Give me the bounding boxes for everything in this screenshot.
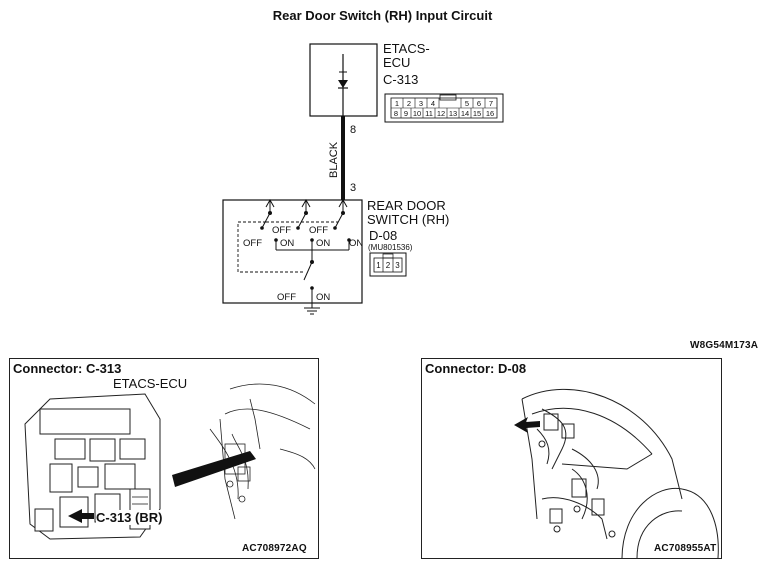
ecu-pin: 3	[419, 99, 423, 108]
switch-box	[222, 199, 363, 304]
panel-c313-subtitle: ETACS-ECU	[113, 376, 188, 391]
panel-c313-code: AC708972AQ	[242, 543, 307, 554]
ecu-pin: 6	[477, 99, 481, 108]
panel-c313-callout: C-313 (BR)	[96, 510, 163, 525]
ecu-pin: 1	[395, 99, 399, 108]
ecu-name-line2: ECU	[383, 55, 411, 70]
ecu-pin: 9	[404, 109, 408, 118]
switch-off-label: OFF	[309, 225, 328, 236]
switch-name-line1: REAR DOOR	[367, 198, 446, 213]
switch-on-label: ON	[316, 292, 330, 303]
ecu-pin: 16	[486, 109, 494, 118]
door-location-illustration	[514, 388, 719, 558]
switch-connector-face	[369, 252, 407, 277]
switch-on-label: ON	[349, 238, 363, 249]
switch-connector-id: D-08	[369, 228, 398, 243]
panel-c313-title: Connector: C-313	[13, 361, 122, 376]
ecu-connector-id: C-313	[383, 72, 419, 87]
ecu-wire-pin: 8	[350, 124, 356, 136]
switch-pin: 1	[376, 261, 381, 270]
switch-part-number: (MU801536)	[368, 243, 413, 252]
ecu-pin: 8	[394, 109, 398, 118]
ecu-connector-latch	[439, 94, 457, 101]
switch-pin: 2	[386, 261, 391, 270]
panel-d08-code: AC708955AT	[654, 543, 717, 554]
ecu-diode-symbol	[338, 80, 348, 88]
ecu-pin: 7	[489, 99, 493, 108]
switch-on-label: ON	[280, 238, 294, 249]
ecu-pin: 10	[413, 109, 421, 118]
ecu-name-line1: ETACS-	[383, 41, 430, 56]
switch-pin: 3	[395, 261, 400, 270]
switch-wire-pin: 3	[350, 182, 356, 194]
connector-c313-panel: Connector: C-313 ETACS-ECU C-313 (BR) AC…	[9, 358, 319, 559]
ecu-pin: 15	[473, 109, 481, 118]
ecu-pin: 5	[465, 99, 469, 108]
ecu-pin: 12	[437, 109, 445, 118]
switch-off-label: OFF	[272, 225, 291, 236]
switch-off-label: OFF	[243, 238, 262, 249]
ecu-pin: 2	[407, 99, 411, 108]
ecu-pin: 13	[449, 109, 457, 118]
panel-d08-title: Connector: D-08	[425, 361, 527, 376]
switch-off-label: OFF	[277, 292, 296, 303]
wire-color-label: BLACK	[328, 141, 340, 178]
switch-on-label: ON	[316, 238, 330, 249]
ecu-pin: 14	[461, 109, 469, 118]
diagram-code: W8G54M173A	[690, 340, 759, 351]
circuit-schematic: 1 2 3 4 5 6 7 8 9 10 11 12 13 14 15 16 B…	[222, 43, 504, 315]
switch-name-line2: SWITCH (RH)	[367, 212, 450, 227]
ecu-pin: 4	[431, 99, 435, 108]
diagram-title: Rear Door Switch (RH) Input Circuit	[272, 8, 493, 23]
ecu-pin: 11	[425, 109, 433, 118]
ecu-connector-face	[384, 93, 504, 123]
connector-d08-panel: Connector: D-08 AC708955AT	[421, 358, 722, 559]
